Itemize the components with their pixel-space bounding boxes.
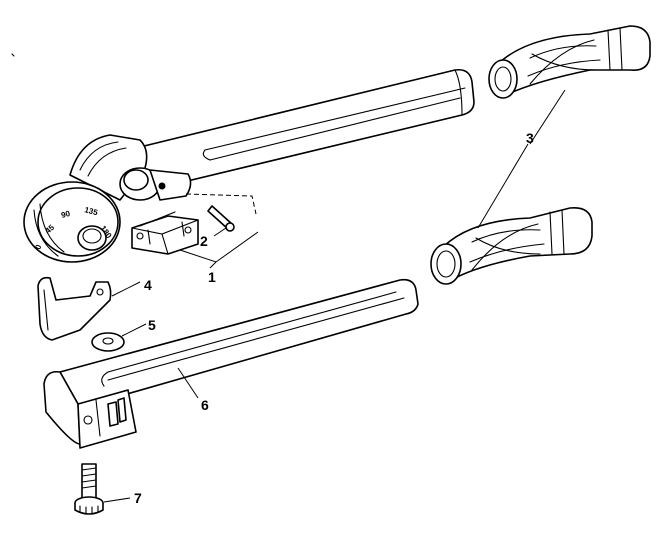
stray-mark [11,53,15,57]
part-4-latch-plate [37,276,112,341]
leader-2 [213,227,227,237]
leader-4 [111,281,141,297]
leader-7 [103,497,131,503]
leader-1 [209,261,217,269]
dial-mark-90: 90 [60,209,71,220]
callout-7: 7 [134,490,142,506]
dial-mark-0: 0 [33,243,43,251]
part-5-washer [91,332,125,352]
dial-scale: 0 45 90 135 180 [33,205,113,250]
part-7-screw [74,463,104,515]
leader-6 [177,367,199,399]
part-3-grip-upper [488,25,651,99]
callout-3: 3 [526,130,534,146]
callout-2: 2 [200,233,208,249]
callout-1: 1 [208,269,216,285]
callout-5: 5 [148,317,156,333]
assembly-dash-line [185,193,257,215]
callout-4: 4 [144,277,152,293]
part-2-pin [207,205,235,232]
callout-6: 6 [201,397,209,413]
upper-lever-arm [69,68,475,201]
part-1-roll-support [131,211,199,255]
leader-5 [121,323,147,337]
bending-dial-assembly: 0 45 90 135 180 [23,167,192,263]
leader-3-upper [529,89,566,145]
part-3-grip-lower [430,206,593,285]
part-6-lower-handle [43,278,419,449]
dial-mark-135: 135 [83,205,99,217]
leader-3-lower [477,143,529,229]
